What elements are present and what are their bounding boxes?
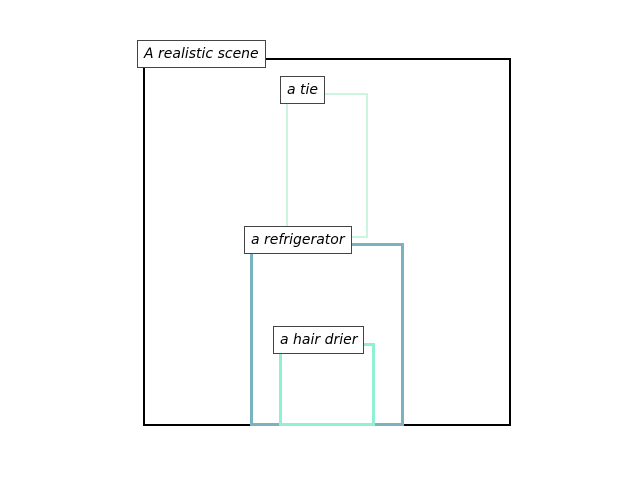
tie-box (286, 93, 368, 238)
hair-drier-box (279, 343, 375, 426)
refrigerator-label: a refrigerator (244, 226, 352, 254)
tie-label: a tie (280, 76, 326, 104)
hair-drier-label: a hair drier (273, 326, 365, 354)
scene-label: A realistic scene (137, 40, 266, 68)
